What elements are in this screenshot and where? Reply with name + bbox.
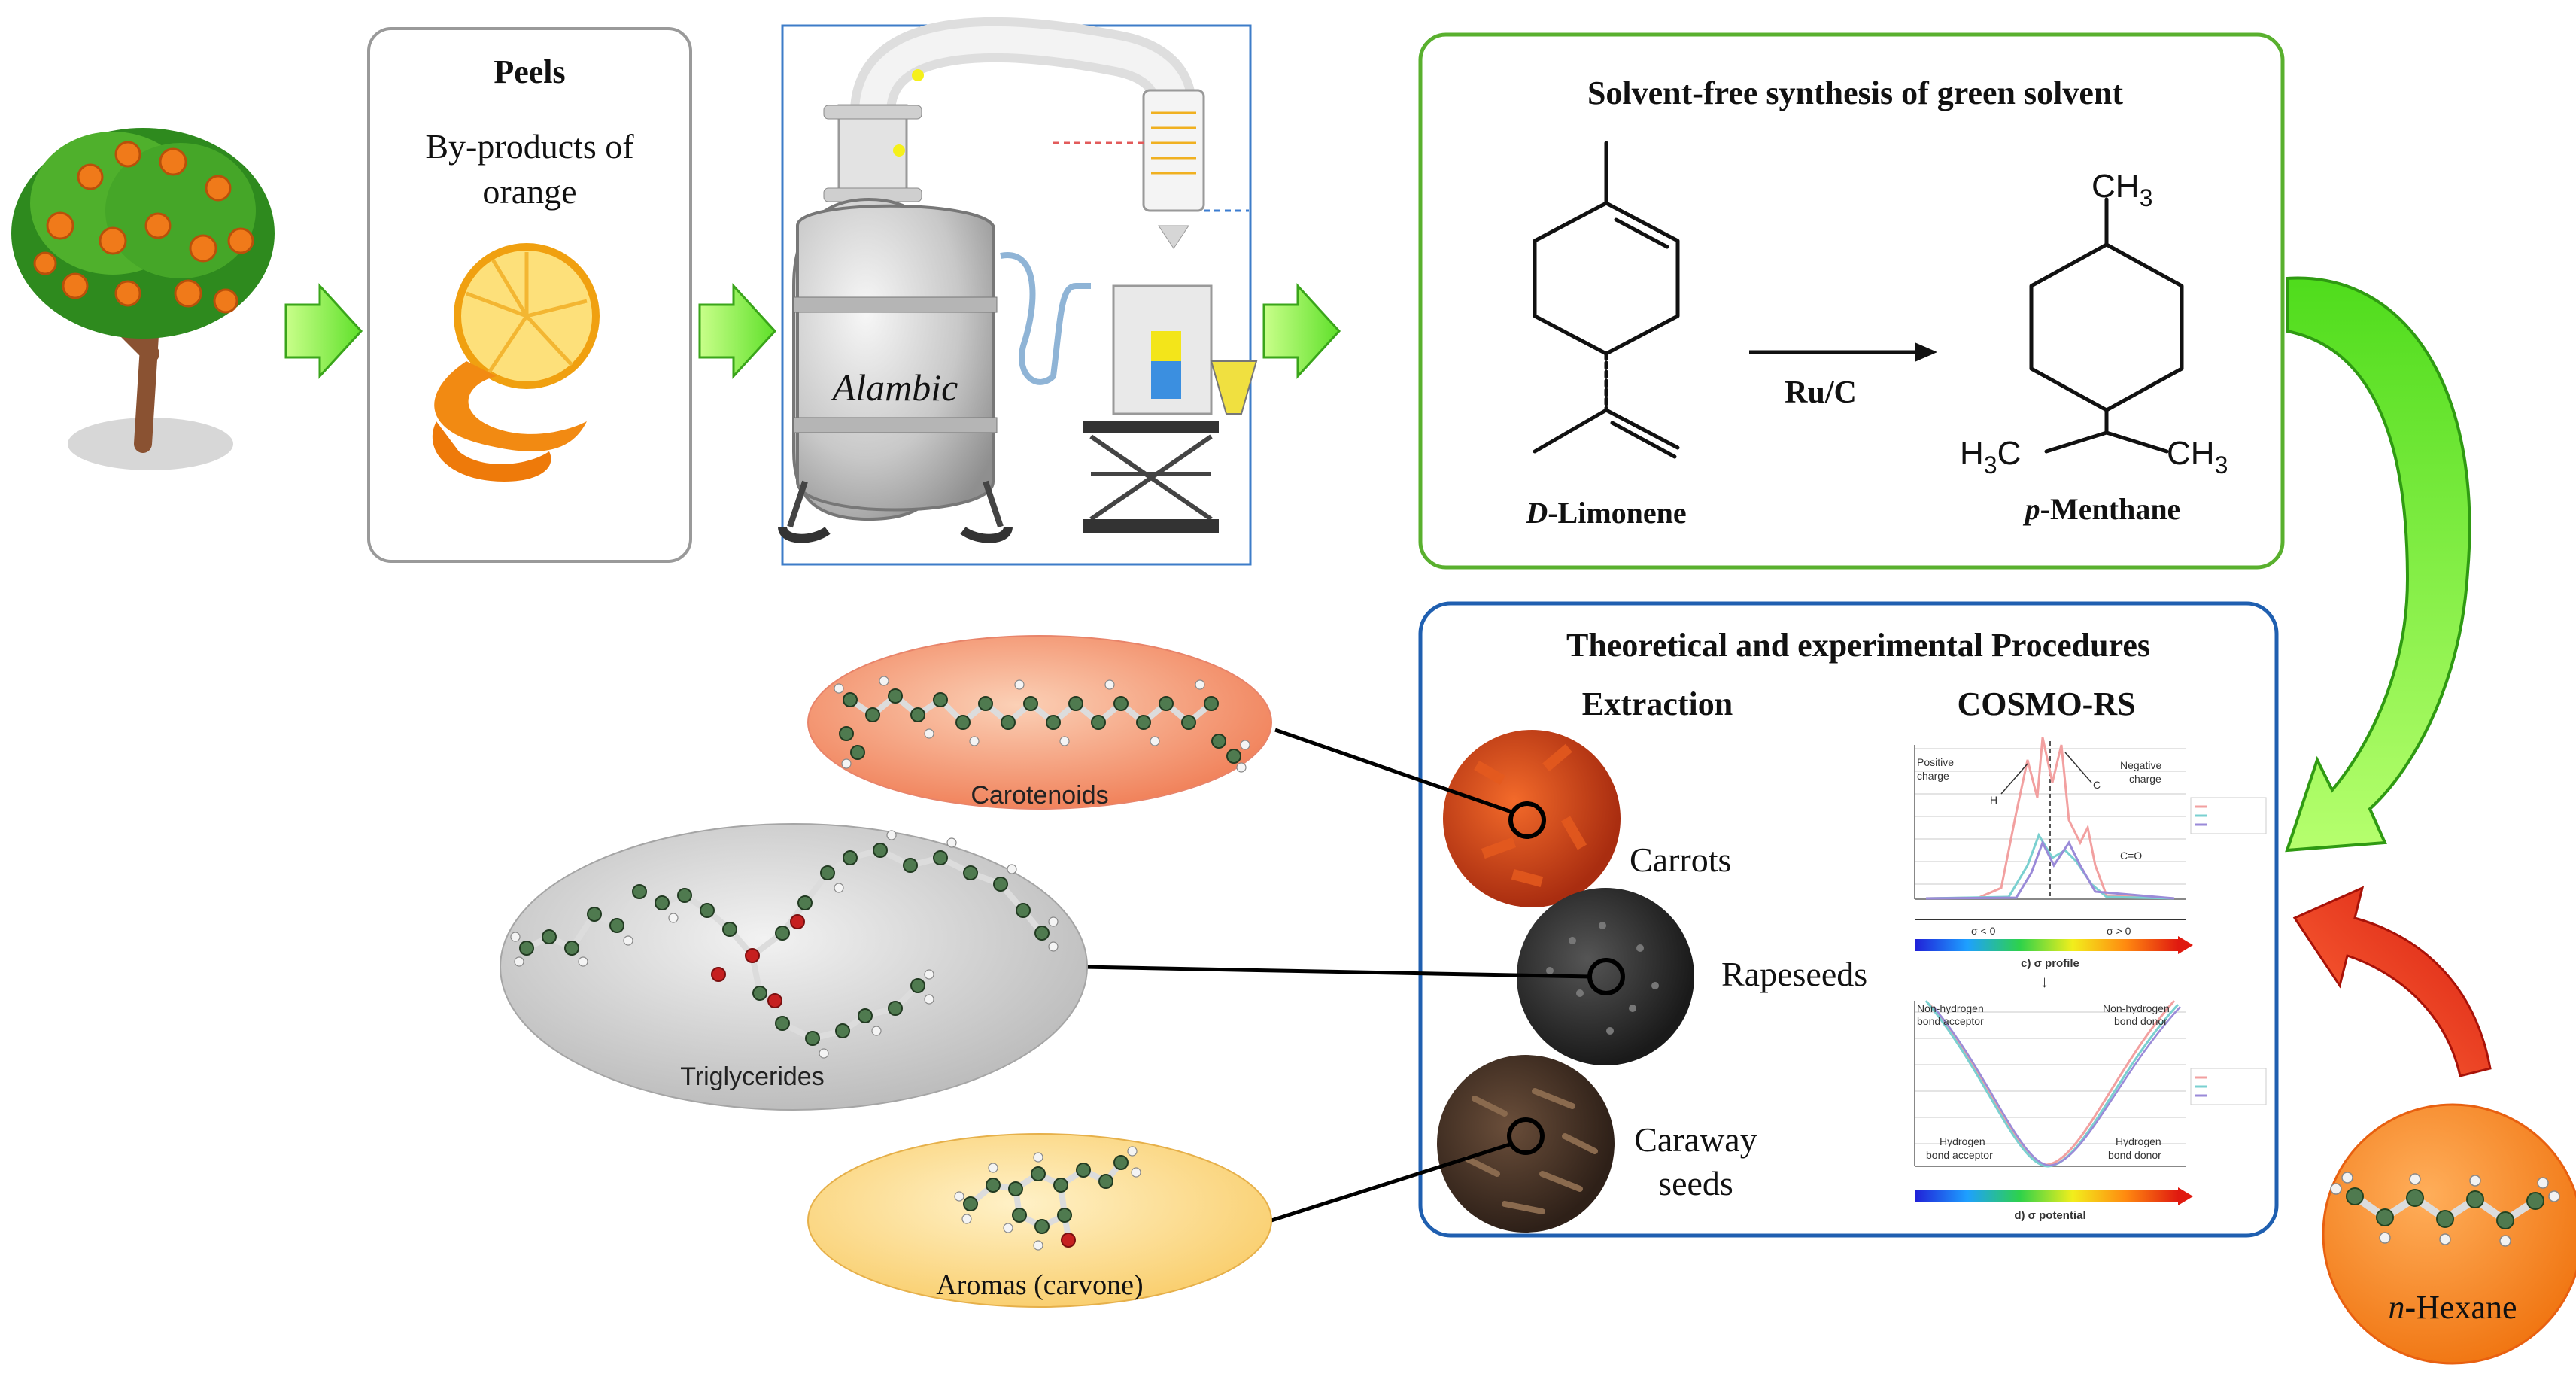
flow-arrow-1 xyxy=(284,283,363,379)
hydrogen-acceptor-label: Hydrogen xyxy=(1940,1135,1985,1147)
peels-box: Peels By-products of orange xyxy=(367,27,692,563)
h-peak-label: H xyxy=(1990,794,1997,806)
alambic-illustration: Alambic xyxy=(778,17,1258,543)
orange-peel-illustration xyxy=(432,243,600,482)
caraway-label-line2: seeds xyxy=(1658,1164,1733,1202)
alambic-label: Alambic xyxy=(831,366,958,409)
sigma-positive-range: σ > 0 xyxy=(2107,925,2131,937)
sigma-profile-chart: Positive charge Negative charge H C C=O … xyxy=(1881,726,2272,970)
sigma-profile-caption: c) σ profile xyxy=(2021,957,2079,970)
limonene-label: D-Limonene xyxy=(1525,496,1686,530)
hexane-label: n-Hexane xyxy=(2388,1289,2517,1326)
co-peak-label: C=O xyxy=(2120,850,2142,862)
hexane-circle: n-Hexane xyxy=(2322,1103,2576,1365)
sigma-potential-colorbar xyxy=(1915,1190,2178,1202)
non-hydrogen-donor-label-2: bond donor xyxy=(2114,1015,2167,1027)
catalyst-label: Ru/C xyxy=(1785,375,1857,410)
synthesis-box: Solvent-free synthesis of green solvent … xyxy=(1418,32,2285,570)
limonene-structure xyxy=(1533,141,1680,459)
sigma-potential-caption: d) σ potential xyxy=(2014,1209,2085,1222)
peels-desc-line1: By-products of xyxy=(425,127,634,166)
positive-charge-label-2: charge xyxy=(1917,770,1949,782)
carvone-molecule xyxy=(954,1146,1141,1251)
orange-tree-illustration xyxy=(11,128,275,470)
non-hydrogen-donor-label: Non-hydrogen xyxy=(2103,1002,2170,1014)
c-peak-label: C xyxy=(2093,779,2101,791)
non-hydrogen-acceptor-label: Non-hydrogen xyxy=(1917,1002,1984,1014)
hexane-molecule xyxy=(2330,1172,2560,1247)
extraction-heading: Extraction xyxy=(1582,685,1733,722)
cosmo-heading: COSMO-RS xyxy=(1957,685,2135,722)
synthesis-title: Solvent-free synthesis of green solvent xyxy=(1587,74,2123,111)
carotenoids-ellipse: Carotenoids xyxy=(807,635,1272,810)
carotenoid-molecule xyxy=(834,676,1250,773)
carotenoids-label: Carotenoids xyxy=(971,781,1108,810)
rapeseeds-label: Rapeseeds xyxy=(1721,955,1867,993)
carrots-label: Carrots xyxy=(1630,840,1731,879)
sigma-negative-range: σ < 0 xyxy=(1971,925,1996,937)
non-hydrogen-acceptor-label-2: bond acceptor xyxy=(1917,1015,1984,1027)
curved-green-arrow xyxy=(2285,276,2471,853)
connector-lines xyxy=(1083,728,1592,1223)
carrots-image xyxy=(1443,730,1621,907)
hydrogen-donor-label: Hydrogen xyxy=(2116,1135,2161,1147)
procedures-box: Theoretical and experimental Procedures … xyxy=(1418,601,2279,1238)
triglyceride-molecule xyxy=(510,830,1059,1059)
menthane-label: p-Menthane xyxy=(2023,492,2181,526)
positive-charge-label: Positive xyxy=(1917,756,1954,768)
triglycerides-label: Triglycerides xyxy=(680,1062,824,1091)
peels-desc-line2: orange xyxy=(482,172,576,211)
hydrogen-donor-label-2: bond donor xyxy=(2108,1149,2161,1161)
flow-arrow-3 xyxy=(1262,283,1341,379)
flow-arrow-2 xyxy=(698,283,777,379)
aromas-label: Aromas (carvone) xyxy=(936,1269,1143,1301)
red-curved-arrow xyxy=(2292,886,2492,1077)
down-arrow: ↓ xyxy=(2040,972,2049,991)
menthane-structure xyxy=(2029,197,2184,454)
triglycerides-ellipse: Triglycerides xyxy=(500,823,1088,1111)
sigma-profile-colorbar xyxy=(1915,939,2178,951)
sigma-potential-chart: Non-hydrogen bond acceptor Non-hydrogen … xyxy=(1881,989,2272,1222)
aromas-ellipse: Aromas (carvone) xyxy=(807,1133,1272,1308)
negative-charge-label-2: charge xyxy=(2129,773,2161,785)
reaction-arrow xyxy=(1749,342,1937,362)
menthane-h3c-left: H3C xyxy=(1960,435,2021,479)
peels-title: Peels xyxy=(494,53,565,90)
alambic-box: Alambic xyxy=(778,17,1258,566)
procedures-title: Theoretical and experimental Procedures xyxy=(1566,627,2150,664)
rapeseeds-image xyxy=(1517,888,1694,1065)
caraway-seeds-image xyxy=(1437,1055,1615,1233)
negative-charge-label: Negative xyxy=(2120,759,2161,771)
hydrogen-acceptor-label-2: bond acceptor xyxy=(1926,1149,1993,1161)
caraway-label-line1: Caraway xyxy=(1634,1120,1757,1159)
